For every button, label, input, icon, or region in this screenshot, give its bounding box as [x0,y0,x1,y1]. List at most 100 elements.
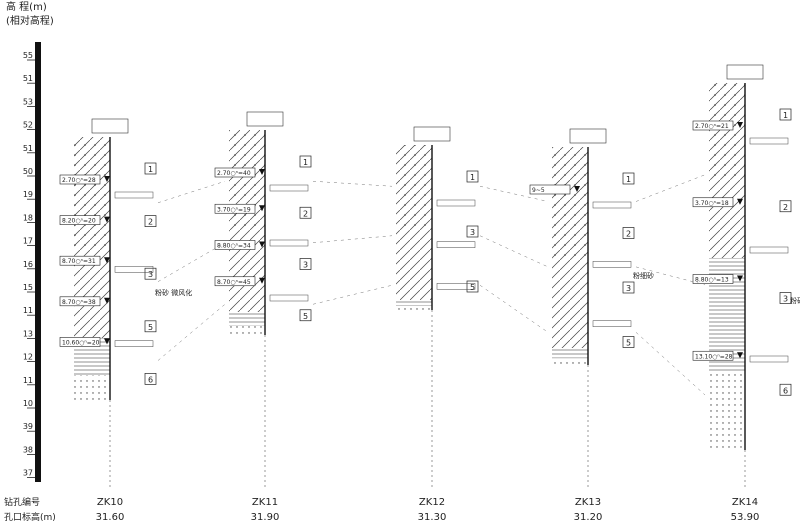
spt-tag-box [692,274,734,284]
spt-tag-text: 8.70○ⁿ=38 [62,299,96,306]
layer-number: 1 [626,175,631,184]
elevation-row-label: 孔口标高(m) [4,511,56,521]
layer-number-box [466,280,479,293]
scale-tick-label: 19 [23,190,33,199]
stratum-correlation-line [479,186,549,202]
stratum-correlation-line [635,332,706,396]
borehole-zk11: 2.70○ⁿ=403.70○ⁿ=198.80○ⁿ=348.70○ⁿ=451235… [214,111,312,521]
spt-marker [104,257,110,264]
layer-number: 2 [783,203,788,212]
stratum-correlation-line [635,266,706,286]
spt-tag-box [214,203,256,214]
layer-number-box [144,215,157,227]
spt-marker [574,186,580,192]
layer-boundary-box [592,201,632,209]
layer-number: 2 [626,230,631,239]
layer-boundary-box [436,199,476,207]
layer-number: 3 [303,261,308,270]
scale-tick-label: 53 [23,97,33,106]
layer-fill-silt [552,348,588,359]
borehole-elevation: 31.30 [418,512,447,521]
layer-number-box [622,172,635,185]
spt-tag-box [692,350,734,361]
borehole-header-box [91,118,129,134]
spt-tag-box [214,167,256,178]
scale-tick-label: 52 [23,121,33,130]
borehole-row-label: 钻孔编号 [4,496,40,508]
layer-boundary-box [114,191,154,199]
layer-number-box [144,373,157,385]
spt-marker [737,198,743,205]
layer-fill-sand [552,358,588,365]
spt-tag-box [59,255,101,266]
layer-boundary-box [592,320,632,327]
layer-number: 2 [303,209,308,218]
layer-boundary-box [269,294,309,302]
spt-tag-text: 8.70○ⁿ=31 [62,258,96,265]
spt-tag-box [692,197,734,208]
spt-marker [104,297,110,304]
spt-tag-text: 9~5 [532,187,545,194]
spt-marker [737,352,743,359]
spt-tag-text: 2.70○ⁿ=21 [695,123,729,130]
spt-tag-text: 2.70○ⁿ=28 [62,177,96,184]
scale-bar [35,42,41,482]
layer-number: 5 [303,312,308,321]
spt-tag-text: 3.70○ⁿ=18 [695,200,729,207]
spt-tag-text: 8.80○ⁿ=13 [695,277,729,284]
scale-tick-label: 10 [23,399,33,408]
layer-number-box [779,200,792,213]
layer-boundary-box [749,355,789,363]
layer-fill-fill [709,83,745,180]
stratum-correlation-line [312,235,393,243]
layer-number: 1 [783,111,788,120]
scale-tick-label: 13 [23,329,33,338]
lithology-note: 粉砂 [790,296,800,305]
layer-fill-fill [74,137,110,248]
scale-tick-label: 51 [23,74,33,83]
spt-marker [259,277,265,284]
layer-fill-clay [552,257,588,348]
spt-marker [104,338,110,345]
spt-tag-box [59,174,101,185]
borehole-elevation: 31.90 [251,512,280,521]
spt-tag-box [529,184,571,195]
layer-number-box [144,162,157,175]
stratum-correlation-line [312,181,393,187]
spt-marker [104,216,110,223]
spt-marker [104,176,110,182]
layer-boundary-box [436,241,476,248]
layer-number-box [299,258,312,270]
layer-boundary-box [436,283,476,290]
layer-number-box [779,108,792,121]
layer-fill-clay [396,230,432,300]
borehole-id: ZK10 [97,497,123,508]
layer-fill-fill [396,145,432,231]
spt-tag-box [59,337,101,347]
layer-fill-silt [396,300,432,306]
borehole-elevation: 53.90 [731,512,760,521]
layer-number: 1 [470,173,475,182]
layer-boundary-box [114,340,154,347]
spt-tag-text: 10.60○ⁿ=20 [62,339,100,346]
layer-number: 3 [626,284,631,293]
stratum-correlation-line [479,235,549,268]
borehole-elevation: 31.60 [96,512,125,521]
stratum-correlation-line [479,285,549,333]
layer-number-box [299,309,312,322]
layer-number-box [144,267,157,280]
scale-tick-label: 38 [23,445,33,454]
spt-tag-box [59,215,101,225]
scale-tick-label: 11 [23,306,33,315]
layer-boundary-box [592,261,632,268]
layer-number: 5 [470,283,475,292]
borehole-header-box [569,128,607,144]
borehole-elevation: 31.20 [574,512,603,521]
spt-tag-box [214,276,256,287]
scale-tick-label: 17 [23,237,33,246]
layer-fill-sand [74,375,110,400]
scale-tick-label: 16 [23,260,33,269]
stratum-correlation-line [157,181,226,203]
spt-tag-text: 2.70○ⁿ=40 [217,170,251,177]
